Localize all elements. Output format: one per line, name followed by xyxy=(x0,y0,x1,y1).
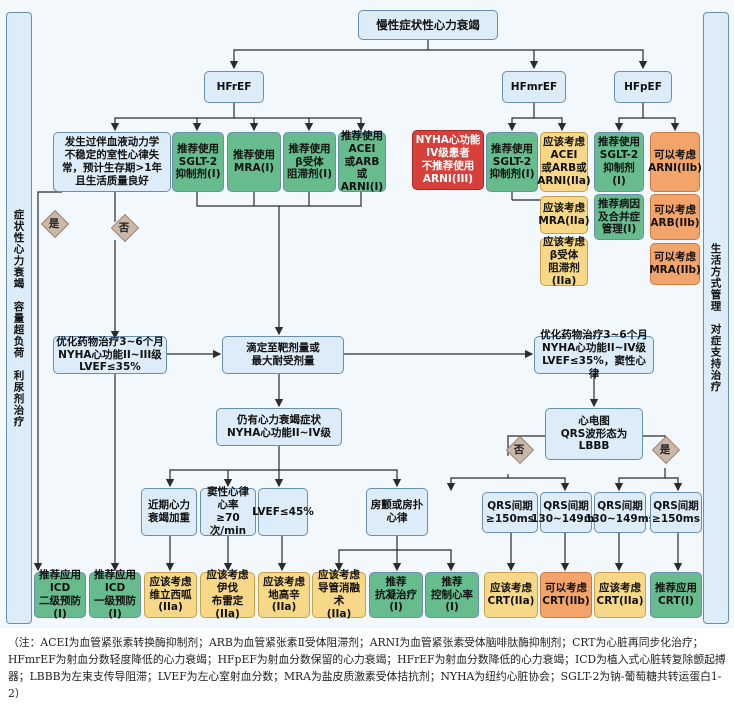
qrs-130-right-node: QRS间期 130~149ms xyxy=(585,492,655,533)
hfref-beta-node: 推荐使用 β受体 阻滞剂(I) xyxy=(283,132,336,192)
flowchart: 症状性心力衰竭 容量超负荷 利尿剂治疗 生活方式管理 对症支持治疗 慢性症状性心… xyxy=(0,0,734,628)
ecg-lbbb-node: 心电图 QRS波形态为 LBBB xyxy=(545,408,643,460)
af-flutter-node: 房颤或房扑 心律 xyxy=(366,488,428,536)
side-bar-right-text: 生活方式管理 对症支持治疗 xyxy=(709,243,722,393)
history-node: 发生过伴血液动力学 不稳定的室性心律失 常，预计生存期>1年 且生活质量良好 xyxy=(53,132,171,192)
side-bar-left-text: 症状性心力衰竭 容量超负荷 利尿剂治疗 xyxy=(12,208,25,428)
recent-worsening-node: 近期心力 衰竭加重 xyxy=(141,488,197,536)
decision-no-left-label: 否 xyxy=(118,222,130,234)
crt-iia-left-node: 应该考虑 CRT(IIa) xyxy=(484,572,538,618)
side-bar-right: 生活方式管理 对症支持治疗 xyxy=(703,12,729,624)
hfmref-sglt2-node: 推荐使用 SGLT-2 抑制剂(I) xyxy=(486,132,538,192)
hfref-sglt2-node: 推荐使用 SGLT-2 抑制剂(I) xyxy=(172,132,224,192)
hfpef-arni-node: 可以考虑 ARNI(IIb) xyxy=(648,132,702,192)
hfmref-node: HFmrEF xyxy=(502,71,566,103)
digoxin-node: 应该考虑 地高辛 (IIa) xyxy=(258,572,310,618)
hfmref-acei-node: 应该考虑 ACEI 或ARB或 ARNI(IIa) xyxy=(537,132,591,192)
hfpef-sglt2-node: 推荐使用 SGLT-2 抑制剂(I) xyxy=(594,132,644,192)
hfpef-comorbidity-node: 推荐病因 及合并症 管理(I) xyxy=(594,194,644,240)
hfref-node: HFrEF xyxy=(204,71,264,103)
root-node: 慢性症状性心力衰竭 xyxy=(358,10,498,40)
connector-lines xyxy=(33,40,683,572)
optimize-left-node: 优化药物治疗3~6个月 NYHA心功能II~III级 LVEF≤35% xyxy=(53,336,167,374)
rate-control-node: 推荐 控制心率(I) xyxy=(425,572,479,618)
decision-yes-right-label: 是 xyxy=(659,444,671,456)
anticoagulation-node: 推荐 抗凝治疗(I) xyxy=(369,572,423,618)
hfref-acei-node: 推荐使用 ACEI 或ARB或 ARNI(I) xyxy=(338,130,386,193)
decision-no-right-label: 否 xyxy=(513,444,525,456)
hfpef-arb-node: 可以考虑 ARB(IIb) xyxy=(650,194,700,240)
hfpef-node: HFpEF xyxy=(614,71,672,103)
lvef45-node: LVEF≤45% xyxy=(252,488,314,536)
qrs-150-left-node: QRS间期 ≥150ms xyxy=(482,492,538,533)
nyha-iv-warning-node: NYHA心功能 IV级患者 不推荐使用 ARNI(III) xyxy=(412,130,484,190)
hfref-mra-node: 推荐使用 MRA(I) xyxy=(227,132,281,192)
qrs-150-right-node: QRS间期 ≥150ms xyxy=(650,492,702,533)
hfmref-mra-node: 应该考虑 MRA(IIa) xyxy=(538,196,590,234)
decision-yes-left-label: 是 xyxy=(48,218,60,230)
crt-iib-node: 可以考虑 CRT(IIb) xyxy=(540,572,592,618)
hfmref-beta-node: 应该考虑 β受体 阻滞剂(IIa) xyxy=(540,236,588,287)
ivabradine-node: 应该考虑 伊伐 布雷定(IIa) xyxy=(200,569,255,620)
crt-i-node: 推荐应用 CRT(I) xyxy=(650,572,702,618)
ablation-node: 应该考虑 导管消融术 (IIa) xyxy=(312,569,366,620)
footnote: （注：ACEI为血管紧张素转换酶抑制剂；ARB为血管紧张素Ⅱ受体阻滞剂；ARNI… xyxy=(8,636,726,700)
icd-secondary-node: 推荐应用 ICD 二级预防(I) xyxy=(34,569,86,620)
persistent-symptoms-node: 仍有心力衰竭症状 NYHA心功能II~IV级 xyxy=(216,408,342,446)
sinus-rhythm-node: 窦性心律 心率 ≥70次/min xyxy=(200,486,256,537)
qrs-130-left-node: QRS间期 130~149ms xyxy=(531,492,601,533)
vericiguat-node: 应该考虑 维立西呱 (IIa) xyxy=(144,572,197,618)
icd-primary-node: 推荐应用 ICD 一级预防(I) xyxy=(89,569,141,620)
hfpef-mra-node: 可以考虑 MRA(IIb) xyxy=(649,243,701,285)
side-bar-left: 症状性心力衰竭 容量超负荷 利尿剂治疗 xyxy=(6,12,32,624)
optimize-right-node: 优化药物治疗3~6个月 NYHA心功能II~IV级 LVEF≤35%，窦性心律 xyxy=(534,329,654,380)
titrate-node: 滴定至靶剂量或 最大耐受剂量 xyxy=(222,336,344,374)
crt-iia-right-node: 应该考虑 CRT(IIa) xyxy=(594,572,646,618)
